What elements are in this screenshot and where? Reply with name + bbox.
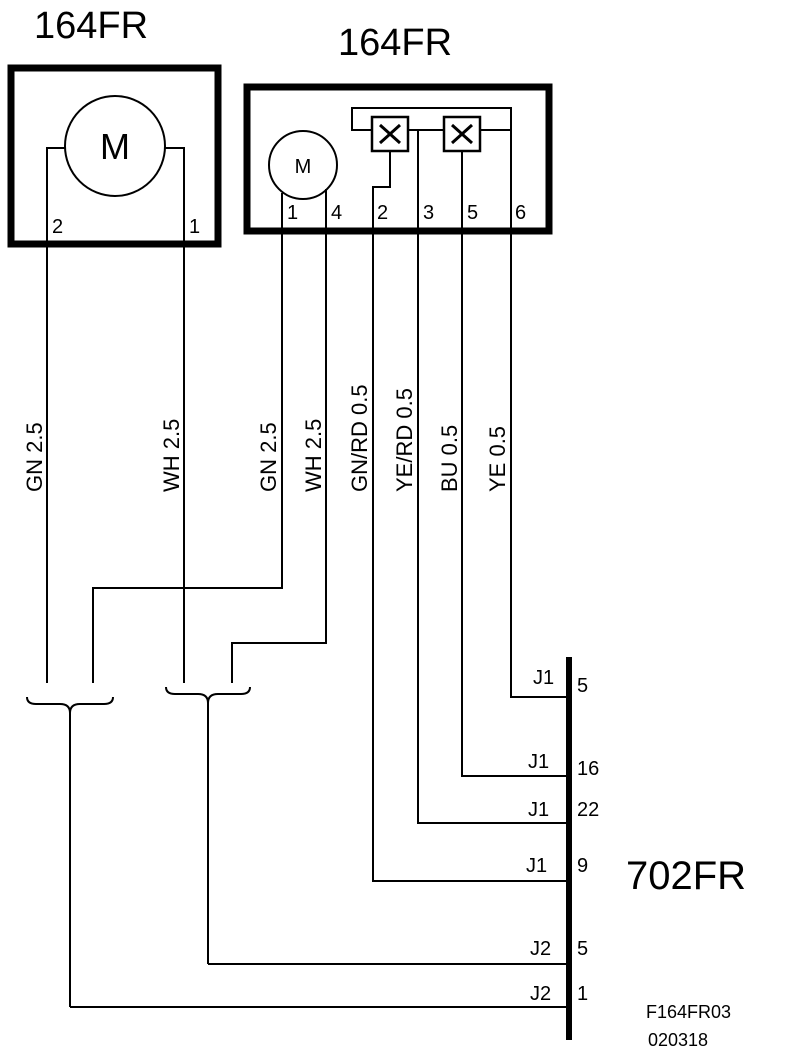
wire-label-wh-2.5-left: WH 2.5	[159, 419, 184, 492]
wire-wh-2.5-right	[231, 231, 327, 683]
terminal-pin-j1-5: 5	[577, 675, 588, 697]
terminal-pin-j2-5: 5	[577, 938, 588, 960]
left-pin-1: 1	[189, 216, 200, 238]
terminal-plug-j1-5: J1	[533, 667, 554, 689]
right-component-title: 164FR	[338, 22, 452, 64]
right-pin-2: 2	[377, 202, 388, 224]
right-pin-4: 4	[331, 202, 342, 224]
right-motor-label: M	[295, 156, 312, 178]
switch-box-left	[370, 115, 410, 153]
terminal-plug-j1-16: J1	[528, 751, 549, 773]
left-motor-symbol	[64, 95, 166, 197]
right-pin-1: 1	[287, 202, 298, 224]
wire-ye-rd-0.5	[417, 231, 569, 824]
terminal-pin-j1-9: 9	[577, 855, 588, 877]
terminal-plug-j2-5: J2	[530, 938, 551, 960]
wire-bu-0.5	[461, 231, 569, 777]
wire-label-gn-rd-0.5: GN/RD 0.5	[347, 384, 372, 492]
terminal-pin-j2-1: 1	[577, 983, 588, 1005]
left-motor-lead-2	[46, 147, 65, 244]
left-component-box	[7, 64, 222, 248]
wire-ye-0.5	[510, 231, 569, 698]
wire-label-bu-0.5: BU 0.5	[437, 425, 462, 492]
reference-code: F164FR03	[646, 1002, 731, 1022]
right-pin-6: 6	[515, 202, 526, 224]
connector-name: 702FR	[626, 854, 746, 898]
wire-label-ye-rd-0.5: YE/RD 0.5	[392, 388, 417, 492]
splice-brace-wh	[165, 686, 251, 704]
right-motor-symbol	[268, 130, 338, 200]
wire-label-gn-2.5-left: GN 2.5	[22, 422, 47, 492]
terminal-pin-j1-16: 16	[577, 758, 599, 780]
switch-internal-wiring	[351, 107, 512, 231]
wire-label-gn-2.5-right: GN 2.5	[256, 422, 281, 492]
wire-gn-2.5-right	[92, 231, 283, 683]
left-component-title: 164FR	[34, 5, 148, 47]
splice-brace-gn	[26, 696, 114, 714]
left-motor-label: M	[100, 126, 130, 167]
wire-label-wh-2.5-right: WH 2.5	[301, 419, 326, 492]
connector-bar	[566, 657, 572, 1040]
terminal-plug-j1-22: J1	[528, 799, 549, 821]
switch-box-right	[442, 115, 482, 153]
terminal-pin-j1-22: 22	[577, 799, 599, 821]
right-pin-3: 3	[423, 202, 434, 224]
reference-date: 020318	[648, 1030, 708, 1050]
terminal-plug-j1-9: J1	[526, 855, 547, 877]
terminal-plug-j2-1: J2	[530, 983, 551, 1005]
wire-gn-rd-0.5	[372, 231, 569, 882]
left-motor-lead-1	[165, 147, 185, 244]
wire-label-ye-0.5: YE 0.5	[485, 426, 510, 492]
left-pin-2: 2	[52, 216, 63, 238]
right-pin-5: 5	[467, 202, 478, 224]
right-component-box	[243, 83, 553, 235]
